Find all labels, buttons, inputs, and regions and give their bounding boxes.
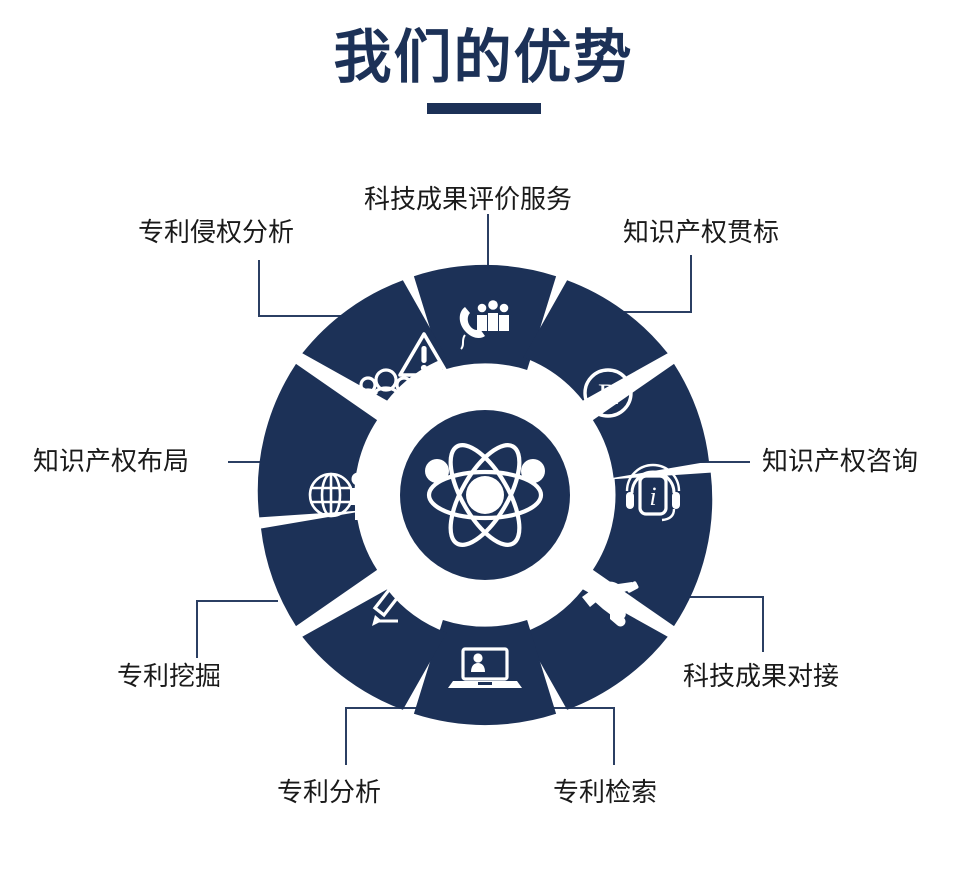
atom-nucleus xyxy=(466,476,504,514)
handshake-icon xyxy=(582,581,639,627)
info-headset-icon: i xyxy=(625,463,681,522)
laptop-person-icon xyxy=(448,647,522,688)
connector-patent-search-horizontal xyxy=(545,707,615,709)
connector-tech-matching-horizontal xyxy=(690,596,764,598)
atom-icon xyxy=(426,443,544,547)
label-tech-evaluation[interactable]: 科技成果评价服务 xyxy=(364,184,573,214)
connector-patent-infringement-horizontal xyxy=(258,315,346,317)
label-patent-search[interactable]: 专利检索 xyxy=(553,777,658,807)
label-ip-consulting[interactable]: 知识产权咨询 xyxy=(762,446,919,476)
phone-people-icon xyxy=(459,300,509,350)
label-patent-analysis[interactable]: 专利分析 xyxy=(277,777,382,807)
connector-patent-infringement-vertical xyxy=(258,260,260,317)
label-ip-layout[interactable]: 知识产权布局 xyxy=(33,446,190,476)
segment-patent-mining[interactable] xyxy=(302,589,447,710)
segment-ip-layout[interactable] xyxy=(261,512,378,627)
segment-ip-consulting[interactable] xyxy=(592,363,709,478)
atom-electron-left xyxy=(425,459,449,483)
segment-ip-standardization[interactable] xyxy=(523,280,668,401)
label-ip-standardization[interactable]: 知识产权贯标 xyxy=(623,217,780,247)
pencil-icon xyxy=(372,574,411,626)
advantages-wheel: R i xyxy=(255,264,715,726)
connector-ip-standardization-vertical xyxy=(690,255,692,313)
connector-patent-mining-vertical xyxy=(196,600,198,658)
connector-ip-standardization-horizontal xyxy=(620,311,692,313)
title-underline-bar xyxy=(426,102,541,114)
page-title-block: 我们的优势 xyxy=(0,25,967,114)
connector-patent-analysis-vertical xyxy=(345,707,347,765)
connector-tech-matching-vertical xyxy=(762,596,764,652)
connector-patent-mining-horizontal xyxy=(196,600,278,602)
segment-patent-infringement[interactable] xyxy=(302,280,447,401)
svg-text:i: i xyxy=(649,482,656,511)
connector-ip-layout-horizontal xyxy=(228,461,278,463)
people-group-icon xyxy=(355,368,417,415)
svg-text:R: R xyxy=(598,378,618,411)
wheel-segments xyxy=(257,264,713,726)
atom-electron-right xyxy=(521,459,545,483)
segment-left-upper[interactable] xyxy=(257,363,378,518)
page-title: 我们的优势 xyxy=(333,25,634,90)
label-patent-infringement[interactable]: 专利侵权分析 xyxy=(138,217,295,247)
connector-tech-evaluation-vertical xyxy=(487,214,489,276)
label-patent-mining[interactable]: 专利挖掘 xyxy=(117,661,222,691)
segment-patent-analysis[interactable] xyxy=(413,620,557,726)
registered-trademark-icon: R xyxy=(583,368,633,418)
warning-triangle-icon xyxy=(398,332,450,377)
connector-ip-consulting-horizontal xyxy=(700,461,750,463)
globe-person-icon xyxy=(308,472,366,520)
connector-patent-analysis-horizontal xyxy=(345,707,418,709)
label-tech-matching[interactable]: 科技成果对接 xyxy=(683,661,840,691)
connector-patent-search-vertical xyxy=(613,707,615,765)
segment-patent-search[interactable] xyxy=(523,589,668,710)
